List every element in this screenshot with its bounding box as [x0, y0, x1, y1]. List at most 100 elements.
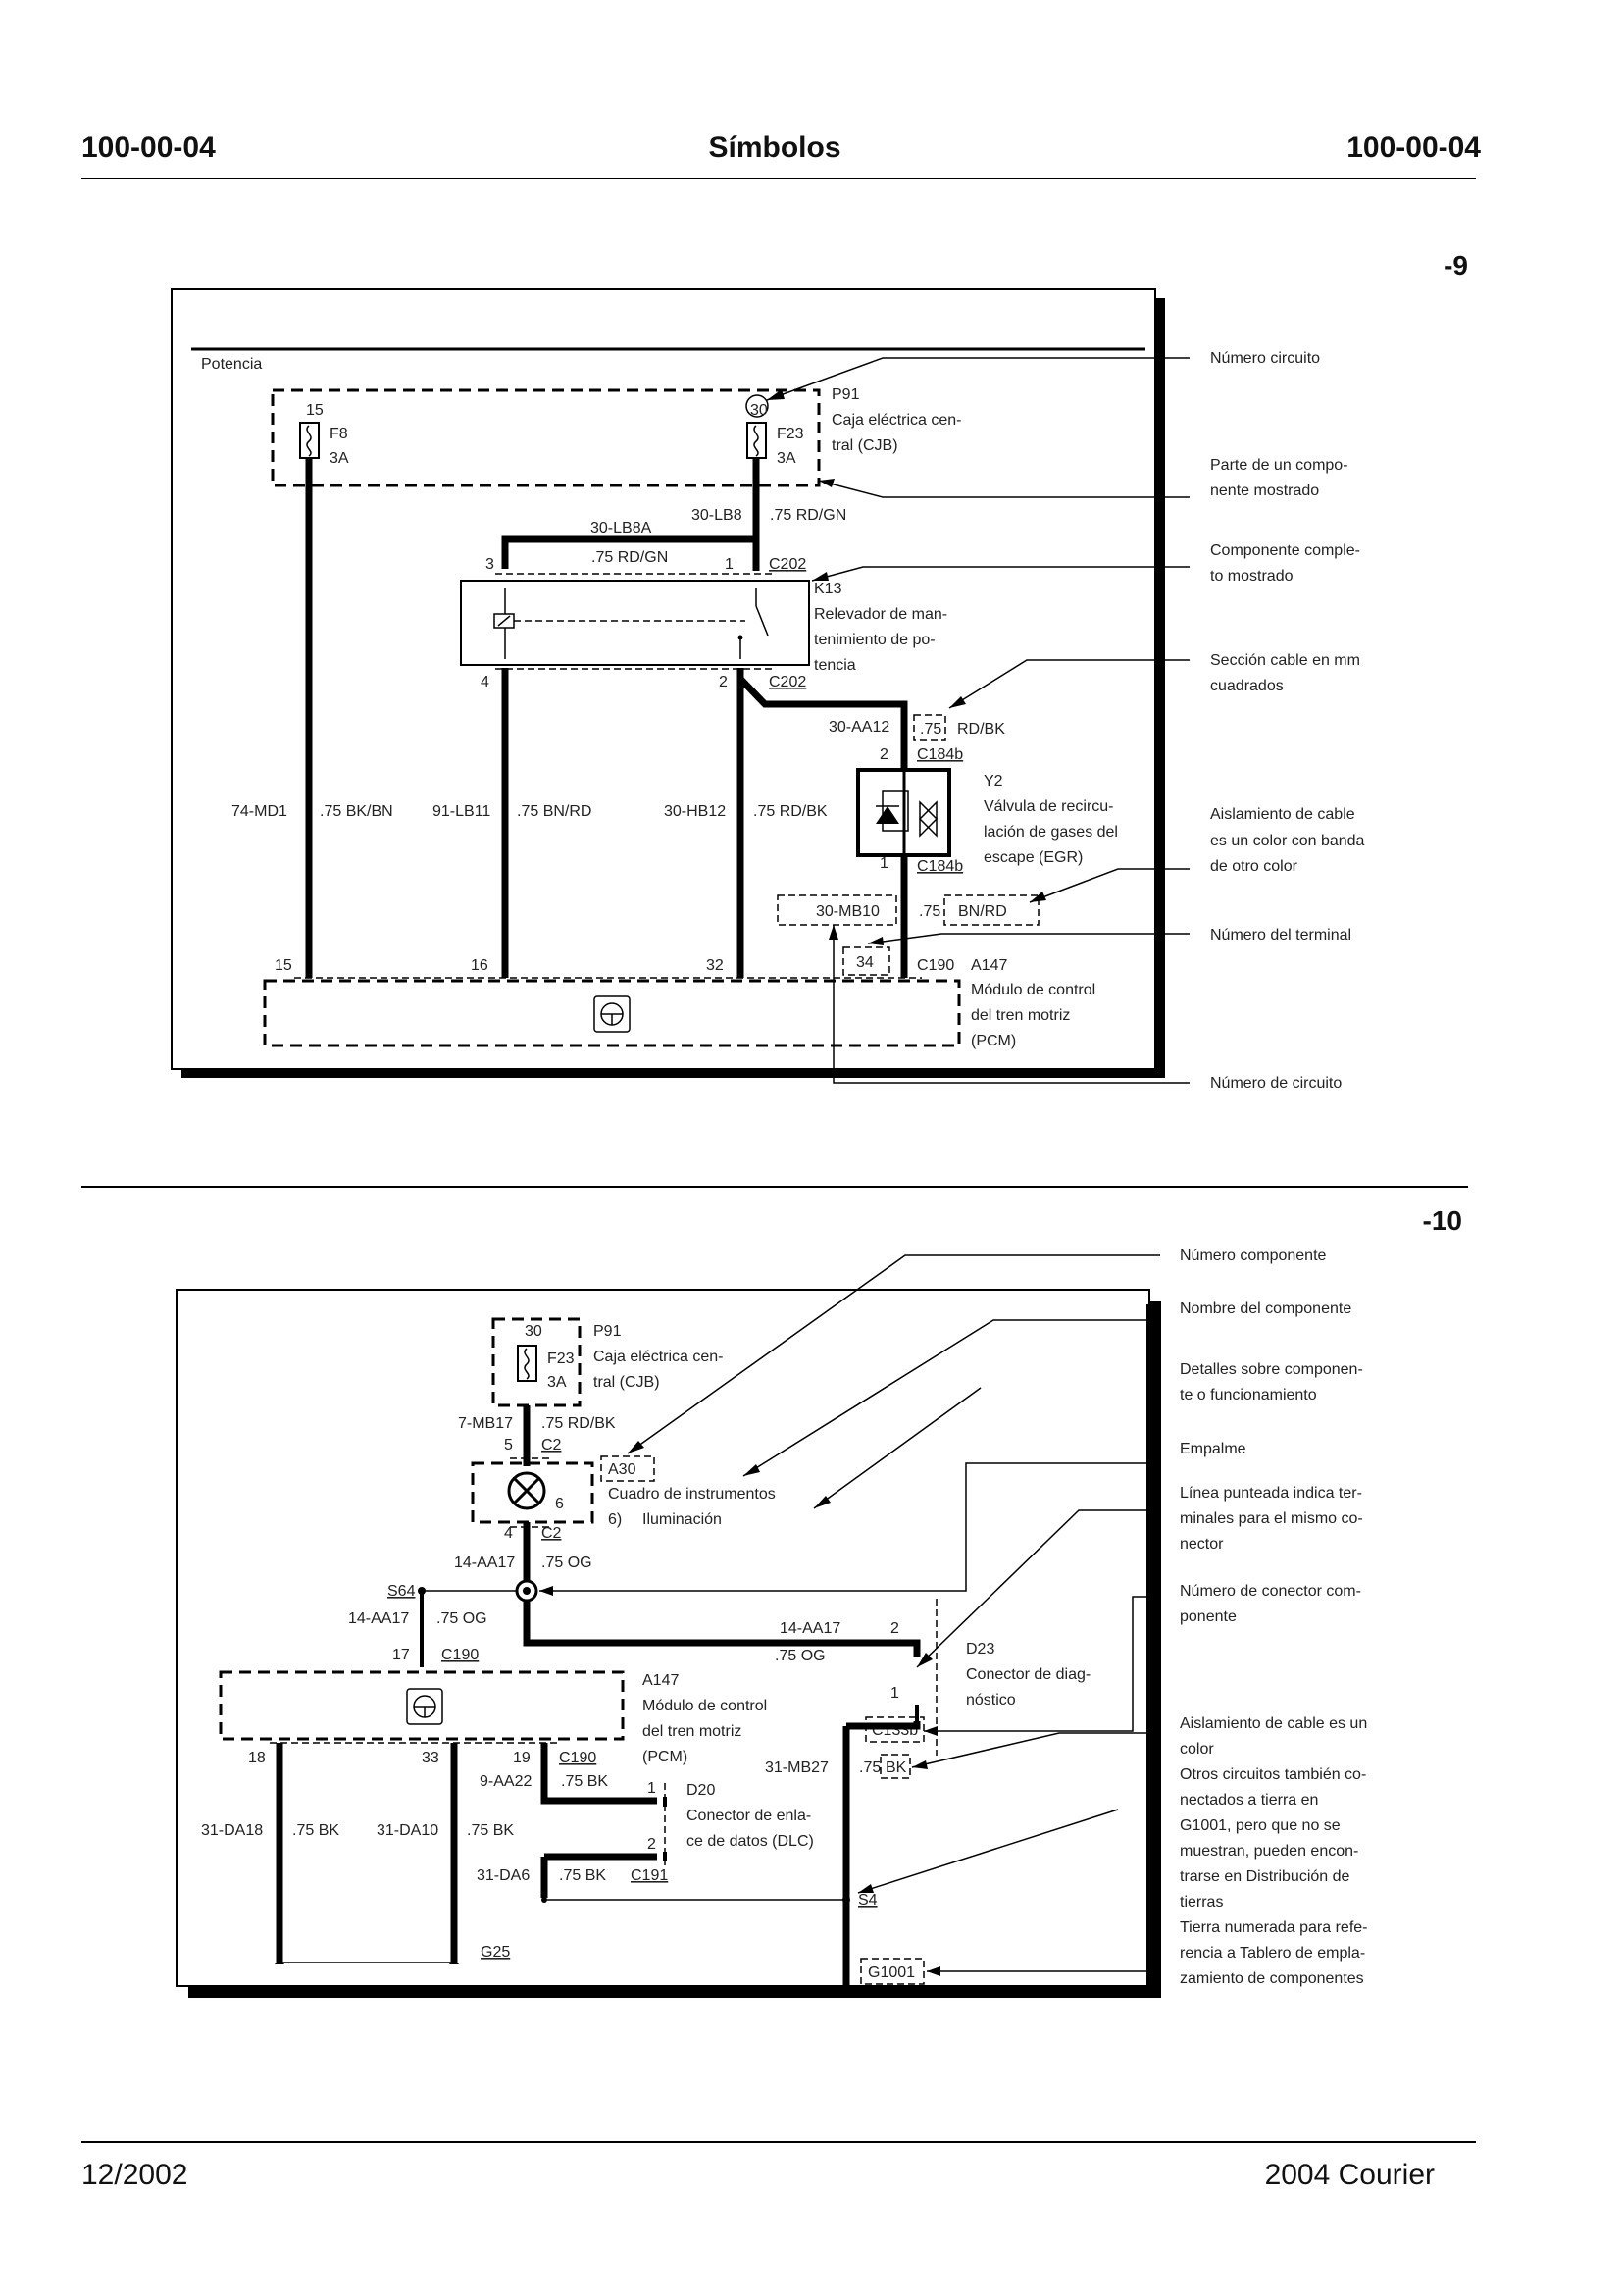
wire-label-lb8: 30-LB8 — [691, 507, 742, 524]
d20-name-2: ce de datos (DLC) — [686, 1833, 814, 1850]
p91-name-1: Caja eléctrica cen- — [832, 412, 962, 429]
footer-date: 12/2002 — [81, 2159, 187, 2191]
callout-connector-2: ponente — [1180, 1608, 1237, 1625]
leader-insulation-color — [911, 1732, 1160, 1768]
k13-pin2: 2 — [719, 674, 728, 690]
leader-other-circuits — [857, 1809, 1119, 1894]
leader-arrow-10-2 — [743, 1464, 760, 1476]
k13-pin1: 1 — [725, 556, 734, 573]
wire-label-mb10: 30-MB10 — [816, 903, 880, 920]
wire-spec-lb8a: .75 RD/GN — [591, 549, 668, 566]
a30-pin4: 4 — [504, 1525, 513, 1542]
leader-insulation — [1029, 868, 1190, 903]
wire-label-da6: 31-DA6 — [477, 1867, 530, 1884]
callout-other-1: Otros circuitos también co- — [1180, 1766, 1366, 1783]
figure-10: -10 30 F23 3A P91 Caja eléctrica cen- tr… — [176, 1205, 1462, 1998]
y2-valve-icon-b — [918, 800, 938, 838]
d20-pin2: 2 — [647, 1836, 656, 1853]
k13-pin3: 3 — [485, 556, 494, 573]
callout-component-name: Nombre del componente — [1180, 1300, 1351, 1317]
callout-other-5: trarse en Distribución de — [1180, 1868, 1350, 1885]
callout-insulation-3: de otro color — [1210, 858, 1298, 875]
callout-circuit-number: Número circuito — [1210, 350, 1320, 367]
leader-arrow-10-7 — [912, 1760, 928, 1769]
da6-end-dot — [541, 1897, 547, 1903]
splice-dot — [523, 1587, 531, 1595]
callout-splice: Empalme — [1180, 1441, 1246, 1457]
callout-component-number: Número componente — [1180, 1248, 1327, 1264]
wire-size-aa12: .75 — [920, 721, 941, 738]
f23-pin: 30 — [750, 402, 768, 419]
wire-spec-hb12: .75 RD/BK — [753, 803, 828, 820]
figure-9-callouts: Número circuito Parte de un compo- nente… — [766, 350, 1365, 1092]
a30-conn-top: C2 — [541, 1437, 562, 1453]
wire-label-hb12: 30-HB12 — [664, 803, 726, 820]
pcm2-module-box — [219, 1670, 625, 1741]
k13-relay-box — [460, 580, 810, 666]
a30-pin5: 5 — [504, 1437, 513, 1453]
callout-wire-section-2: cuadrados — [1210, 678, 1284, 694]
mb10-color-box — [943, 894, 1040, 926]
callout-dashed-3: nector — [1180, 1536, 1224, 1553]
leader-arrow-10-5 — [917, 1653, 933, 1667]
leader-arrow-1 — [767, 389, 785, 400]
f8-pin: 15 — [306, 402, 324, 419]
callout-insulation-1: Aislamiento de cable — [1210, 806, 1355, 823]
wire-label-aa12: 30-AA12 — [829, 719, 889, 736]
leader-arrow-5 — [1030, 892, 1046, 902]
pcm2-pin17: 17 — [392, 1647, 410, 1663]
callout-other-6: tierras — [1180, 1894, 1223, 1911]
pcm-pin32: 32 — [706, 957, 724, 974]
pcm-terminal-box — [842, 946, 890, 976]
ground-icon-2 — [449, 1958, 459, 1964]
figure-9: -9 Potencia P91 Caja eléctrica cen- tral… — [171, 250, 1468, 1092]
y2-name-1: Válvula de recircu- — [984, 798, 1114, 815]
wire-size-mb10: .75 — [919, 903, 940, 920]
leader-dashed-line — [916, 1509, 1160, 1668]
leader-arrow-4 — [949, 696, 966, 708]
d23-name-1: Conector de diag- — [966, 1666, 1091, 1683]
callout-circuit-number-2: Número de circuito — [1210, 1075, 1342, 1092]
callout-insulation-color-1: Aislamiento de cable es un — [1180, 1715, 1367, 1732]
leader-component-number — [627, 1254, 1160, 1454]
callout-insulation-2: es un color con banda — [1210, 833, 1365, 849]
y2-pin1: 1 — [880, 855, 888, 872]
leader-arrow-10-3 — [814, 1496, 831, 1508]
callout-ground-1: Tierra numerada para refe- — [1180, 1919, 1368, 1936]
p91-id-2: P91 — [593, 1323, 622, 1340]
s4-dot — [842, 1896, 850, 1904]
ground-icon-3 — [840, 1980, 852, 1988]
splice-s4: S4 — [858, 1892, 878, 1909]
leader-complete-component — [811, 566, 1190, 582]
footer-model: 2004 Courier — [1265, 2159, 1435, 2191]
wire-spec-da10: .75 BK — [467, 1822, 514, 1839]
mb27-color-box — [880, 1754, 911, 1779]
pcm-module-box — [263, 979, 961, 1047]
k13-name-1: Relevador de man- — [814, 606, 947, 623]
wire-spec-aa17a: .75 OG — [541, 1555, 592, 1571]
callout-details-2: te o funcionamiento — [1180, 1387, 1317, 1403]
leader-wire-section — [948, 659, 1190, 709]
leader-arrow-7 — [829, 925, 838, 940]
section-label: Potencia — [201, 356, 262, 373]
d20-id: D20 — [686, 1782, 715, 1799]
p91-pin-2: 30 — [525, 1323, 542, 1340]
f23-fuse-element — [753, 425, 759, 457]
callout-partial-component-2: nente mostrado — [1210, 483, 1319, 499]
f23-rating-2: 3A — [547, 1374, 567, 1391]
header-code-left: 100-00-04 — [81, 131, 216, 164]
figure-10-frame — [176, 1289, 1150, 1987]
f8-fuse-element — [306, 425, 312, 457]
k13-conn-top: C202 — [769, 556, 806, 573]
callout-insulation-color-2: color — [1180, 1741, 1214, 1758]
leader-circuit-number-2 — [833, 925, 1190, 1084]
header-code-right: 100-00-04 — [1346, 131, 1481, 164]
callout-ground-2: rencia a Tablero de empla- — [1180, 1945, 1365, 1962]
figure-9-number: -9 — [1444, 250, 1468, 280]
figure-9-frame — [171, 288, 1156, 1070]
y2-conn-bot: C184b — [917, 858, 963, 875]
a30-id: A30 — [608, 1461, 636, 1478]
leader-arrow-3 — [812, 572, 829, 581]
pcm-pin15: 15 — [275, 957, 292, 974]
wire-label-md1: 74-MD1 — [231, 803, 287, 820]
